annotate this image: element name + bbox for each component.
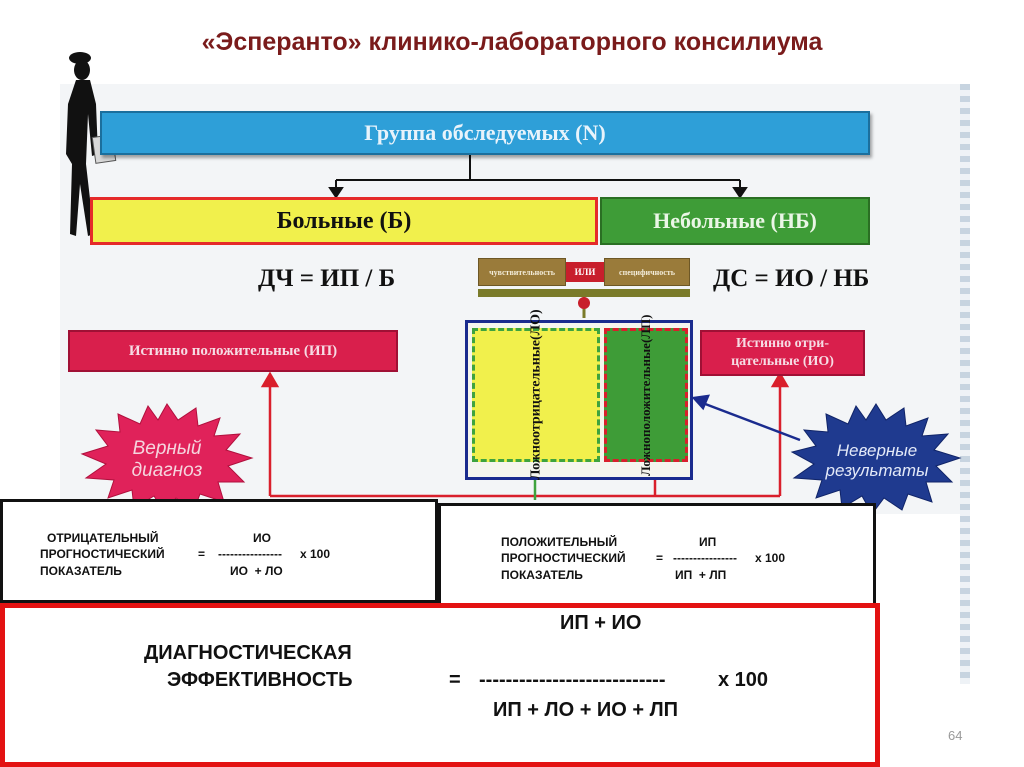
specificity-formula: ДС = ИО / НБ xyxy=(713,265,870,292)
scan-edge-strip xyxy=(960,84,970,684)
ppv-times: х 100 xyxy=(755,551,786,565)
or-box: ИЛИ xyxy=(566,262,604,282)
npv-line2: ПРОГНОСТИЧЕСКИЙ xyxy=(40,547,165,561)
false-negative-box: Ложно отрицательные (ЛО) xyxy=(472,310,600,480)
ppv-dashes: ---------------- xyxy=(673,551,737,565)
slide-title: «Эсперанто» клинико-лабораторного консил… xyxy=(201,28,823,56)
correct-diagnosis-text: Верный диагноз xyxy=(108,438,226,482)
ppv-numerator: ИП xyxy=(699,535,717,549)
eff-dashes: ---------------------------- xyxy=(479,669,666,691)
true-positive-bar: Истинно положительные (ИП) xyxy=(68,330,398,372)
negative-predictive-panel: ОТРИЦАТЕЛЬНЫЙ ПРОГНОСТИЧЕСКИЙ ПОКАЗАТЕЛЬ… xyxy=(0,499,438,603)
false-positive-line2: положительные xyxy=(638,342,653,437)
wrong-results-starburst xyxy=(790,403,962,514)
wrong-results-line1: Неверные xyxy=(836,441,918,460)
ppv-equals: = xyxy=(656,551,664,565)
true-negative-line2: цательные (ИО) xyxy=(731,354,834,369)
wrong-results-line2: результаты xyxy=(825,461,929,480)
healthy-bar: Небольные (НБ) xyxy=(600,197,870,245)
false-negative-line2: отрицательные xyxy=(528,340,544,439)
specificity-box: специфичность xyxy=(604,258,690,286)
false-positive-box: Ложно положительные (ЛП) xyxy=(604,314,688,476)
group-bar: Группа обследуемых (N) xyxy=(100,111,870,155)
eff-numerator: ИП + ИО xyxy=(560,612,642,634)
eff-line2: ЭФФЕКТИВНОСТЬ xyxy=(167,669,353,691)
true-negative-line1: Истинно отри- xyxy=(735,336,830,351)
npv-numerator: ИО xyxy=(253,531,271,545)
eff-equals: = xyxy=(449,669,461,691)
ppv-line1: ПОЛОЖИТЕЛЬНЫЙ xyxy=(501,535,618,549)
ppv-line2: ПРОГНОСТИЧЕСКИЙ xyxy=(501,551,626,565)
true-negative-bar: Истинно отри- цательные (ИО) xyxy=(700,330,865,376)
wrong-results-text: Неверные результаты xyxy=(812,441,942,481)
sick-bar: Больные (Б) xyxy=(90,197,598,245)
correct-diagnosis-line1: Верный xyxy=(132,438,202,459)
npv-denominator: ИО + ЛО xyxy=(230,564,283,578)
ppv-line3: ПОКАЗАТЕЛЬ xyxy=(501,568,583,582)
correct-diagnosis-line2: диагноз xyxy=(131,460,203,481)
eff-line1: ДИАГНОСТИЧЕСКАЯ xyxy=(144,642,352,664)
false-negative-line1: Ложно xyxy=(528,438,544,481)
npv-dashes: ---------------- xyxy=(218,547,282,561)
false-positive-line3: (ЛП) xyxy=(638,314,653,343)
ppv-denominator: ИП + ЛП xyxy=(675,568,727,582)
eff-times: х 100 xyxy=(718,669,769,691)
sensitivity-box: чувствительность xyxy=(478,258,566,286)
npv-line3: ПОКАЗАТЕЛЬ xyxy=(40,564,122,578)
eff-denominator: ИП + ЛО + ИО + ЛП xyxy=(493,699,679,721)
npv-equals: = xyxy=(198,547,206,561)
diagnostic-efficiency-panel: ИП + ИО ДИАГНОСТИЧЕСКАЯ ЭФФЕКТИВНОСТЬ = … xyxy=(0,603,880,767)
balance-beam xyxy=(478,289,690,297)
positive-predictive-panel: ПОЛОЖИТЕЛЬНЫЙ ПРОГНОСТИЧЕСКИЙ ПОКАЗАТЕЛЬ… xyxy=(438,503,876,607)
correct-diagnosis-starburst xyxy=(80,403,254,512)
sensitivity-formula: ДЧ = ИП / Б xyxy=(258,265,396,292)
npv-times: х 100 xyxy=(300,547,331,561)
false-negative-line3: (ЛО) xyxy=(528,309,544,341)
false-positive-line1: Ложно xyxy=(638,436,653,476)
page-number: 64 xyxy=(948,728,963,743)
npv-line1: ОТРИЦАТЕЛЬНЫЙ xyxy=(47,531,159,545)
